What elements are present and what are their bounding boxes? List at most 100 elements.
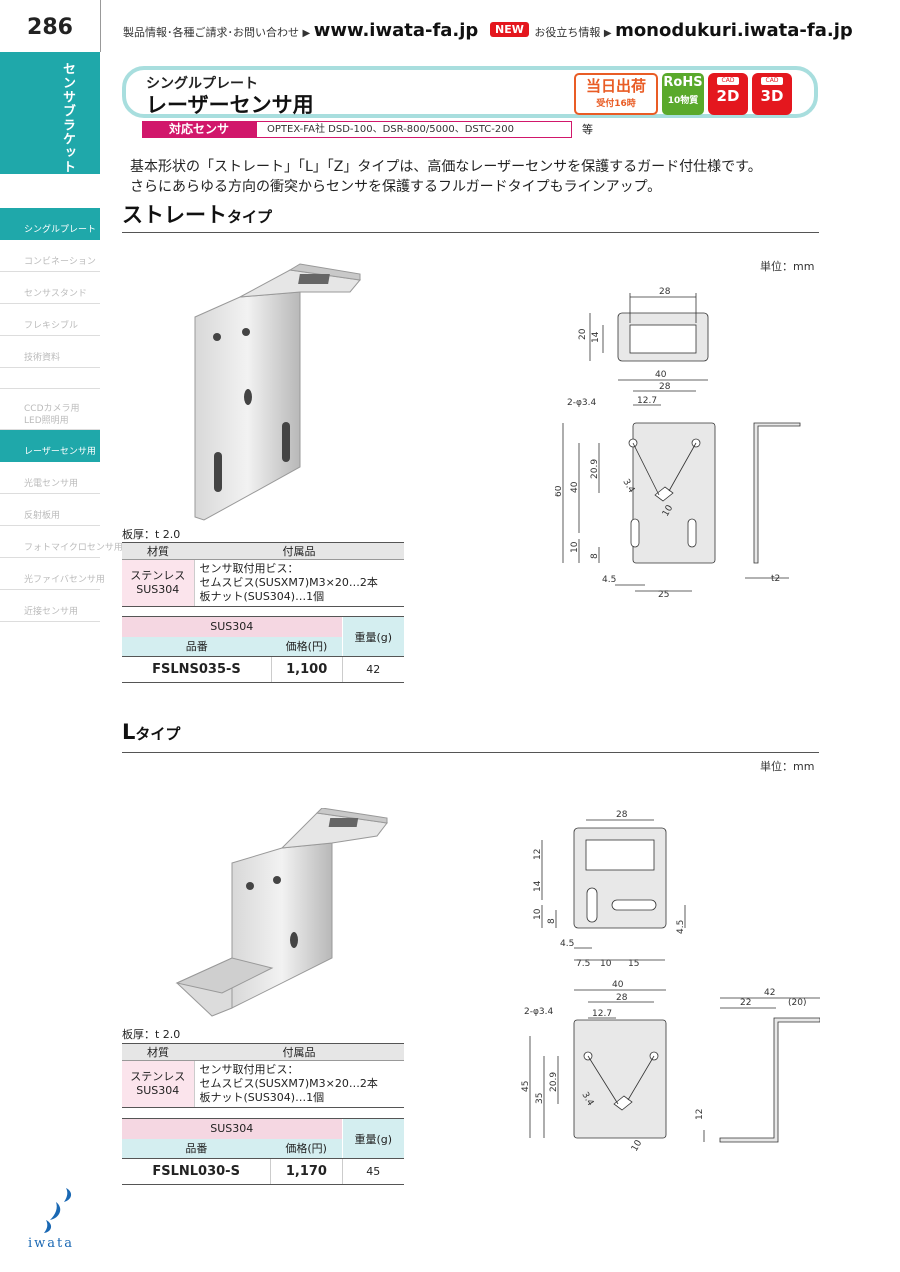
sidebar-item-fiber[interactable]: 光ファイバセンサ用 [0, 558, 105, 590]
straight-dimension-drawing: 28 20 14 40 28 12.7 2-φ3.4 60 40 20.9 3.… [555, 287, 801, 600]
cad-3d-badge[interactable]: CAD 3D [752, 73, 792, 115]
dim-t: t2 [771, 574, 780, 584]
price-price-header: 価格(円) [271, 636, 342, 657]
straight-heading-sub: タイプ [227, 208, 273, 226]
sidebar-item-technical[interactable]: 技術資料 [0, 336, 100, 368]
ltype-heading-sub: タイプ [135, 725, 181, 743]
straight-spec-table: 材質 付属品 ステンレス SUS304 センサ取付用ビス： セムスビス(SUSX… [122, 542, 404, 607]
part-number: FSLNS035-S [122, 656, 272, 683]
price-partno-header: 品番 [122, 636, 272, 657]
ltype-thickness: 板厚：t 2.0 [122, 1028, 181, 1041]
same-day-badge: 当日出荷 受付16時 [574, 73, 658, 115]
sidebar-item-flexible[interactable]: フレキシブル [0, 304, 100, 336]
unit-label: 単位：mm [760, 260, 815, 273]
same-day-label: 当日出荷 [585, 77, 646, 95]
dim-w45: 4.5 [602, 575, 616, 585]
spec-material-line1: ステンレス [130, 1070, 186, 1083]
dim-top-h2: 14 [591, 331, 601, 343]
dim-h10: 10 [533, 908, 543, 920]
sidebar-item-reflector[interactable]: 反射板用 [0, 494, 100, 526]
spec-accessory-line2: セムスビス(SUSXM7)M3×20…2本 [199, 1077, 378, 1090]
iwata-logo-icon [44, 1188, 72, 1233]
table-row: FSLNS035-S 1,100 42 [122, 656, 404, 683]
page-title: レーザーセンサ用 [146, 93, 314, 117]
spec-material-line1: ステンレス [130, 569, 186, 582]
sidebar-item-photomicro[interactable]: フォトマイクロセンサ用 [0, 526, 123, 558]
dim-w28: 28 [616, 993, 628, 1003]
dim-w40: 40 [655, 370, 667, 380]
sidebar-item-single-plate[interactable]: シングルプレート [0, 208, 100, 240]
arrow-right-icon: ▶ [302, 28, 311, 39]
dim-top-h1: 20 [578, 328, 588, 340]
sidebar-item-combination[interactable]: コンビネーション [0, 240, 100, 272]
spec-accessory-line2: セムスビス(SUSXM7)M3×20…2本 [199, 576, 378, 589]
sidebar-item-led-label: LED照明用 [24, 416, 69, 426]
dim-d127: 12.7 [592, 1009, 612, 1019]
dim-w10: 10 [600, 959, 612, 969]
rohs-badge: RoHS 10物質 [662, 73, 704, 115]
site-url-link[interactable]: www.iwata-fa.jp [313, 20, 479, 41]
dim-w15: 15 [628, 959, 639, 969]
dim-h8: 8 [547, 918, 557, 924]
intro-line-2: さらにあらゆる方向の衝突からセンサを保護するフルガードタイプもラインアップ。 [130, 179, 662, 195]
spec-header-material: 材質 [122, 542, 194, 560]
sensor-label: 対応センサ [142, 121, 256, 138]
dim-top28: 28 [616, 810, 628, 820]
spec-accessory: センサ取付用ビス： セムスビス(SUSXM7)M3×20…2本 板ナット(SUS… [194, 1060, 404, 1108]
spec-accessory-line1: センサ取付用ビス： [199, 1063, 299, 1076]
dim-s22: 22 [740, 998, 751, 1008]
spec-header-material: 材質 [122, 1043, 194, 1061]
header-info: 製品情報･各種ご請求･お問い合わせ ▶ www.iwata-fa.jp [123, 20, 478, 41]
cad-tag: CAD [761, 77, 783, 85]
dim-s20: (20) [788, 998, 806, 1008]
dim-h14: 14 [533, 880, 543, 892]
sidebar-category-block [0, 52, 100, 174]
spec-header-accessory: 付属品 [194, 542, 404, 560]
dim-w75: 7.5 [576, 959, 590, 969]
dim-s12: 12 [695, 1109, 705, 1120]
spec-material: ステンレス SUS304 [122, 1060, 195, 1108]
sidebar-item-ccd-led[interactable]: CCDカメラ用 LED照明用 [0, 388, 100, 430]
useful-url-link[interactable]: monodukuri.iwata-fa.jp [615, 20, 853, 41]
dim-hole: 2-φ3.4 [524, 1007, 553, 1017]
unit-label: 単位：mm [760, 760, 815, 773]
dim-w40: 40 [612, 980, 624, 990]
dim-h8: 8 [590, 553, 600, 559]
new-badge: NEW [490, 22, 529, 37]
straight-heading: ストレートタイプ [122, 199, 272, 229]
price-weight-header: 重量(g) [341, 616, 404, 657]
arrow-right-icon: ▶ [603, 28, 612, 39]
price-material-header: SUS304 [122, 1118, 342, 1139]
sidebar-category-title: センサブラケット [60, 62, 75, 174]
dim-hole: 2-φ3.4 [567, 398, 596, 408]
dim-d45v: 4.5 [676, 920, 686, 934]
sidebar-item-laser-sensor[interactable]: レーザーセンサ用 [0, 430, 100, 462]
sidebar-item-photoelectric[interactable]: 光電センサ用 [0, 462, 100, 494]
spec-material-line2: SUS304 [136, 1084, 180, 1097]
rohs-label: RoHS [663, 75, 703, 90]
cad-tag: CAD [717, 77, 739, 85]
sidebar-item-proximity[interactable]: 近接センサ用 [0, 590, 100, 622]
spec-header-accessory: 付属品 [194, 1043, 404, 1061]
ltype-heading-main: L [122, 720, 136, 744]
weight-value: 45 [342, 1158, 404, 1185]
dim-h45: 45 [521, 1081, 531, 1092]
rohs-sub: 10物質 [667, 96, 699, 106]
spec-material-line2: SUS304 [136, 583, 180, 596]
straight-price-table: SUS304 重量(g) 品番 価格(円) FSLNS035-S 1,100 4… [122, 616, 404, 683]
spec-material: ステンレス SUS304 [122, 559, 195, 607]
sidebar-item-sensor-stand[interactable]: センサスタンド [0, 272, 100, 304]
price-material-header: SUS304 [122, 616, 342, 637]
dim-w25: 25 [658, 590, 669, 600]
sensor-suffix: 等 [582, 123, 593, 136]
section-rule [122, 232, 819, 233]
sidebar-item-ccd-label: CCDカメラ用 [24, 404, 80, 414]
straight-thickness: 板厚：t 2.0 [122, 528, 181, 541]
dim-s42: 42 [764, 988, 775, 998]
header-info-text: 製品情報･各種ご請求･お問い合わせ [123, 26, 299, 39]
cad-2d-label: 2D [716, 87, 740, 105]
dim-h10: 10 [570, 541, 580, 553]
cad-2d-badge[interactable]: CAD 2D [708, 73, 748, 115]
spec-accessory-line3: 板ナット(SUS304)…1個 [199, 590, 325, 603]
page-number: 286 [0, 0, 100, 52]
